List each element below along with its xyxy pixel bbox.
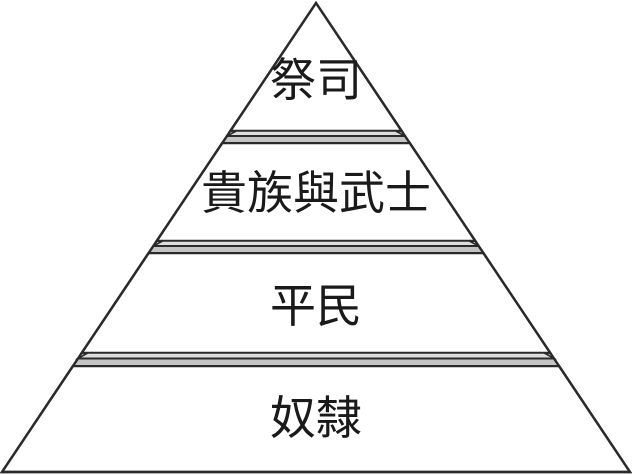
divider-commoners-slaves-face bbox=[71, 357, 561, 367]
divider-priests-nobles-face bbox=[220, 135, 412, 144]
tier-label-slaves: 奴隸 bbox=[270, 391, 362, 445]
tier-label-commoners: 平民 bbox=[270, 279, 362, 333]
tier-label-nobles-warriors: 貴族與武士 bbox=[201, 166, 431, 220]
divider-nobles-commoners-face bbox=[146, 245, 486, 254]
divider-commoners-slaves bbox=[71, 352, 561, 367]
tier-label-priests: 祭司 bbox=[270, 53, 362, 107]
pyramid-labels: 祭司 貴族與武士 平民 奴隸 bbox=[201, 53, 431, 445]
divider-nobles-commoners bbox=[146, 240, 486, 254]
divider-priests-nobles bbox=[220, 130, 412, 144]
